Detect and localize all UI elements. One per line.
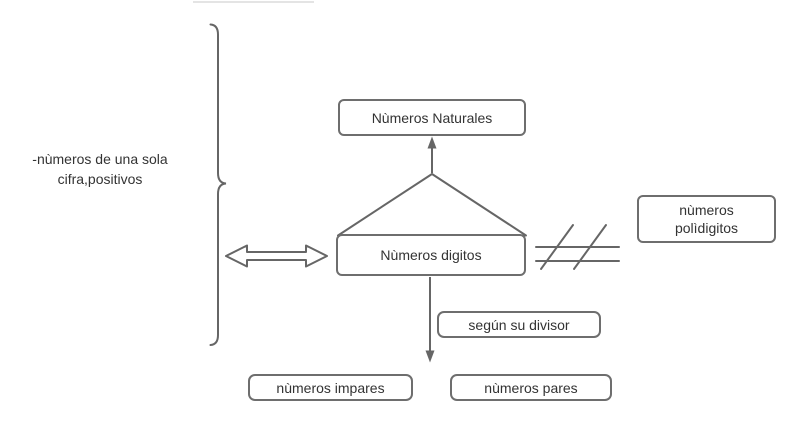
node-numeros-digitos[interactable]: Nùmeros digitos xyxy=(336,234,526,276)
left-note[interactable]: -nùmeros de una sola cifra,positivos xyxy=(25,149,175,189)
left-note-line2: cifra,positivos xyxy=(57,171,143,187)
node-numeros-impares[interactable]: nùmeros impares xyxy=(248,374,413,401)
curly-brace-icon[interactable] xyxy=(209,23,227,346)
not-equal-icon[interactable] xyxy=(535,224,620,270)
node-segun-su-divisor[interactable]: según su divisor xyxy=(437,311,601,338)
cropped-top-line xyxy=(193,1,314,3)
triangle-shape[interactable] xyxy=(337,173,527,237)
down-arrow-icon[interactable] xyxy=(425,277,435,363)
node-numeros-polidigitos[interactable]: nùmeros polìdigitos xyxy=(637,195,776,243)
node-numeros-pares[interactable]: nùmeros pares xyxy=(450,374,612,401)
double-arrow-icon[interactable] xyxy=(225,244,328,268)
node-numeros-naturales[interactable]: Nùmeros Naturales xyxy=(338,99,526,136)
up-arrow-icon[interactable] xyxy=(427,136,437,174)
node-polidigitos-line1: nùmeros xyxy=(679,202,734,218)
node-polidigitos-line2: polìdigitos xyxy=(674,220,739,236)
left-note-line1: -nùmeros de una sola xyxy=(32,151,168,167)
